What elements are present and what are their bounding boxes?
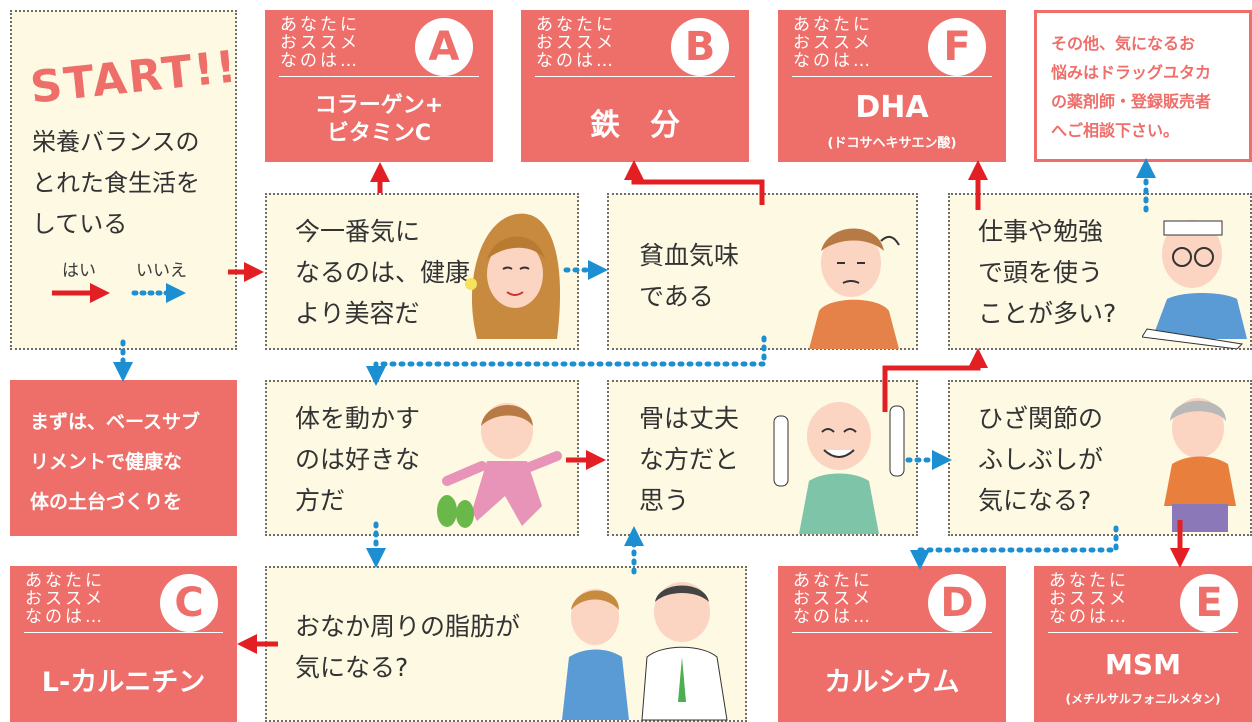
result-e-subname: (メチルサルフォニルメタン)	[1065, 692, 1221, 706]
question-brain: 仕事や勉強 で頭を使う ことが多い?	[948, 193, 1252, 350]
result-b-name: 鉄 分	[590, 108, 680, 143]
question-belly-text: おなか周りの脂肪が 気になる?	[295, 612, 521, 682]
other-consult-box: その他、気になるお 悩みはドラッグユタカ の薬剤師・登録販売者 へご相談下さい。	[1034, 10, 1252, 162]
legend-yes-label: はい	[62, 261, 96, 281]
start-box: START!! 栄養バランスの とれた食生活を している はい いいえ	[10, 10, 240, 350]
result-a-header: あなたに おススメ なのは…	[280, 15, 360, 71]
result-c-name: L-カルニチン	[41, 667, 206, 698]
result-f-subname: (ドコサヘキサエン酸)	[827, 136, 957, 151]
result-e-name: MSM	[1105, 648, 1181, 681]
result-f-name: DHA	[855, 90, 929, 125]
base-supplement-box: まずは、ベースサブ リメントで健康な 体の土台づくりを	[10, 380, 237, 536]
running-woman-illustration	[437, 403, 562, 528]
result-e: あなたに おススメ なのは… E MSM (メチルサルフォニルメタン)	[1034, 566, 1252, 722]
result-b-divider	[535, 76, 735, 77]
result-f: あなたに おススメ なのは… F DHA (ドコサヘキサエン酸)	[778, 10, 1006, 162]
question-beauty: 今一番気に なるのは、健康 より美容だ	[265, 193, 579, 350]
result-a-letter: A	[415, 18, 473, 76]
result-d-name: カルシウム	[824, 667, 960, 698]
result-a-divider	[279, 76, 479, 77]
result-d: あなたに おススメ なのは… D カルシウム	[778, 566, 1006, 722]
question-beauty-text: 今一番気に なるのは、健康 より美容だ	[295, 217, 471, 328]
result-a: あなたに おススメ なのは… A コラーゲン+ ビタミンC	[265, 10, 493, 162]
question-anemia-text: 貧血気味 である	[639, 241, 740, 311]
result-b: あなたに おススメ なのは… B 鉄 分	[521, 10, 749, 162]
question-exercise-text: 体を動かす のは好きな 方だ	[295, 404, 421, 515]
question-bones-text: 骨は丈夫 な方だと 思う	[639, 404, 740, 515]
question-knees-text: ひざ関節の ふしぶしが 気になる?	[978, 404, 1104, 515]
legend-no-label: いいえ	[136, 261, 187, 281]
result-c-header: あなたに おススメ なのは…	[25, 571, 105, 627]
tired-woman-illustration	[809, 228, 900, 349]
elderly-woman-illustration	[1164, 398, 1236, 532]
result-c: あなたに おススメ なのは… C L-カルニチン	[10, 566, 237, 722]
belly-couple-illustration	[562, 582, 728, 721]
result-b-letter: B	[671, 18, 729, 76]
result-f-letter: F	[928, 18, 986, 76]
result-e-header: あなたに おススメ なのは…	[1049, 571, 1129, 627]
result-e-divider	[1048, 632, 1238, 633]
start-question: 栄養バランスの とれた食生活を している	[32, 128, 200, 238]
question-anemia: 貧血気味 である	[607, 193, 918, 350]
result-d-header: あなたに おススメ なのは…	[793, 571, 873, 627]
result-f-header: あなたに おススメ なのは…	[793, 15, 873, 71]
start-title: START!!	[27, 41, 241, 114]
woman-illustration	[465, 213, 561, 339]
studying-man-illustration	[1142, 220, 1247, 349]
result-e-letter: E	[1180, 574, 1238, 632]
other-consult-text: その他、気になるお 悩みはドラッグユタカ の薬剤師・登録販売者 へご相談下さい。	[1051, 34, 1212, 140]
result-b-header: あなたに おススメ なのは…	[536, 15, 616, 71]
result-a-name: コラーゲン+ ビタミンC	[314, 93, 444, 146]
result-c-divider	[24, 632, 223, 633]
strong-man-illustration	[773, 402, 905, 534]
question-brain-text: 仕事や勉強 で頭を使う ことが多い?	[978, 217, 1117, 328]
result-d-letter: D	[928, 574, 986, 632]
question-knees: ひざ関節の ふしぶしが 気になる?	[948, 380, 1252, 536]
base-supplement-text: まずは、ベースサブ リメントで健康な 体の土台づくりを	[30, 411, 201, 513]
question-bones: 骨は丈夫 な方だと 思う	[607, 380, 918, 536]
result-c-letter: C	[160, 574, 218, 632]
question-belly: おなか周りの脂肪が 気になる?	[265, 566, 747, 722]
result-f-divider	[792, 76, 992, 77]
result-d-divider	[792, 632, 992, 633]
question-exercise: 体を動かす のは好きな 方だ	[265, 380, 579, 536]
